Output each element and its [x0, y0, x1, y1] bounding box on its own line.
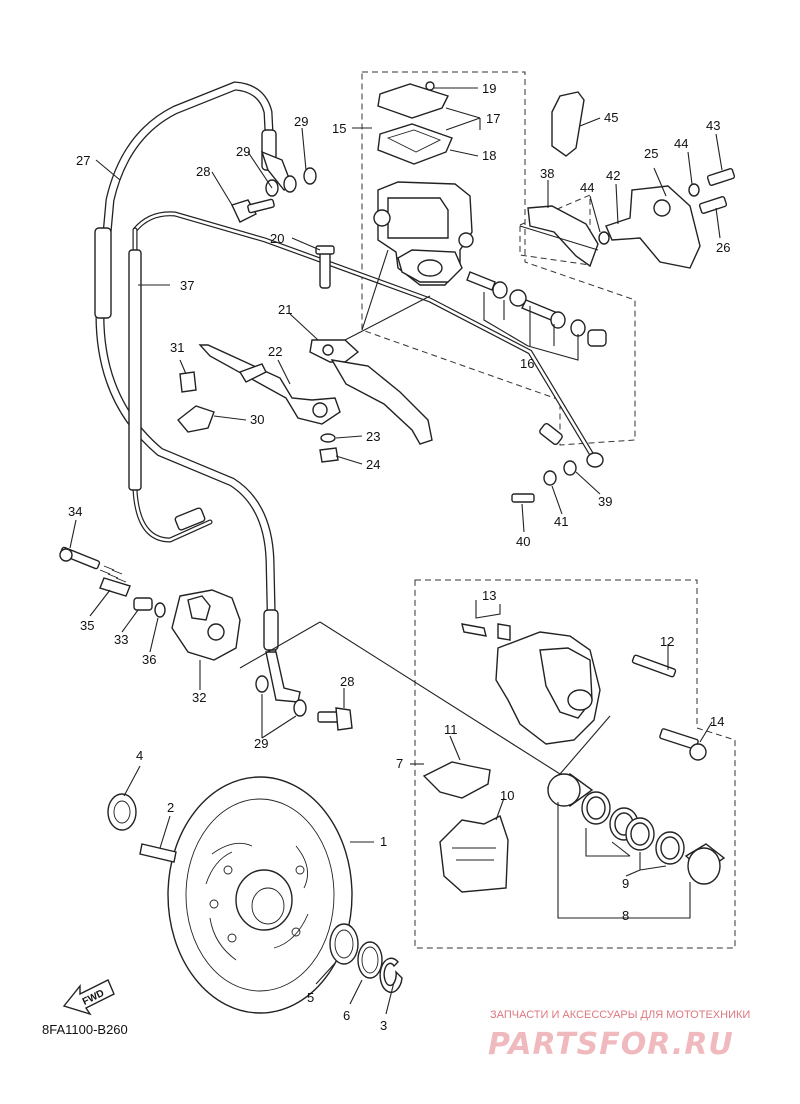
- label-part-10: 10: [500, 788, 514, 803]
- label-part-29b: 29: [236, 144, 250, 159]
- label-part-24: 24: [366, 457, 380, 472]
- label-part-25: 25: [644, 146, 658, 161]
- label-part-15: 15: [332, 121, 346, 136]
- label-part-1: 1: [380, 834, 387, 849]
- label-part-29c: 29: [254, 736, 268, 751]
- caliper-group-outline: [414, 579, 736, 949]
- label-part-41: 41: [554, 514, 568, 529]
- caliper-pistons: [546, 773, 726, 885]
- master-cylinder: [373, 81, 474, 286]
- label-part-42: 42: [606, 168, 620, 183]
- label-part-9: 9: [622, 876, 629, 891]
- label-part-4: 4: [136, 748, 143, 763]
- label-part-43: 43: [706, 118, 720, 133]
- mount-bracket: [527, 91, 701, 269]
- label-part-5: 5: [307, 990, 314, 1005]
- label-part-18: 18: [482, 148, 496, 163]
- label-part-32: 32: [192, 690, 206, 705]
- label-part-8: 8: [622, 908, 629, 923]
- watermark-tagline: ЗАПЧАСТИ И АКСЕССУАРЫ ДЛЯ МОТОТЕХНИКИ: [490, 1009, 750, 1021]
- label-part-35: 35: [80, 618, 94, 633]
- label-part-33: 33: [114, 632, 128, 647]
- hardware: [176, 167, 736, 731]
- label-part-34: 34: [68, 504, 82, 519]
- label-part-38: 38: [540, 166, 554, 181]
- label-part-37: 37: [180, 278, 194, 293]
- label-part-26: 26: [716, 240, 730, 255]
- label-part-6: 6: [343, 1008, 350, 1023]
- label-part-44a: 44: [674, 136, 688, 151]
- fwd-arrow-icon: FWD: [62, 979, 115, 1016]
- label-part-39: 39: [598, 494, 612, 509]
- label-part-13: 13: [482, 588, 496, 603]
- label-part-14: 14: [710, 714, 724, 729]
- label-part-27: 27: [76, 153, 90, 168]
- brake-disc: [107, 776, 403, 1014]
- label-part-16: 16: [520, 356, 534, 371]
- label-part-31: 31: [170, 340, 184, 355]
- master-piston-kit: [466, 271, 607, 347]
- cable-37: [128, 211, 604, 543]
- label-part-11: 11: [444, 722, 458, 737]
- label-part-22: 22: [268, 344, 282, 359]
- label-part-28a: 28: [196, 164, 210, 179]
- label-part-28b: 28: [340, 674, 354, 689]
- left-caliper: [59, 546, 241, 661]
- label-part-45: 45: [604, 110, 618, 125]
- part-number-labels: 1 2 3 4 5 6 7 8 9 10 11 12 13 14 15 16 1…: [68, 81, 730, 1033]
- front-caliper: [422, 623, 707, 893]
- bracket-group-outline: [519, 194, 591, 266]
- label-part-19: 19: [482, 81, 496, 96]
- label-part-36: 36: [142, 652, 156, 667]
- diagram-code: 8FA1100-B260: [42, 1022, 128, 1037]
- leader-lines: [69, 87, 723, 1015]
- label-part-3: 3: [380, 1018, 387, 1033]
- label-part-40: 40: [516, 534, 530, 549]
- label-part-23: 23: [366, 429, 380, 444]
- label-part-7: 7: [396, 756, 403, 771]
- brake-lever: [198, 339, 433, 445]
- label-part-20: 20: [270, 231, 284, 246]
- label-part-44b: 44: [580, 180, 594, 195]
- brake-hose: [94, 81, 301, 703]
- label-part-21: 21: [278, 302, 292, 317]
- label-part-12: 12: [660, 634, 674, 649]
- label-part-29a: 29: [294, 114, 308, 129]
- label-part-2: 2: [167, 800, 174, 815]
- label-part-30: 30: [250, 412, 264, 427]
- watermark-brand: PARTSFOR.RU: [488, 1027, 734, 1062]
- label-part-17: 17: [486, 111, 500, 126]
- watermark: ЗАПЧАСТИ И АКСЕССУАРЫ ДЛЯ МОТОТЕХНИКИ PA…: [488, 1009, 750, 1062]
